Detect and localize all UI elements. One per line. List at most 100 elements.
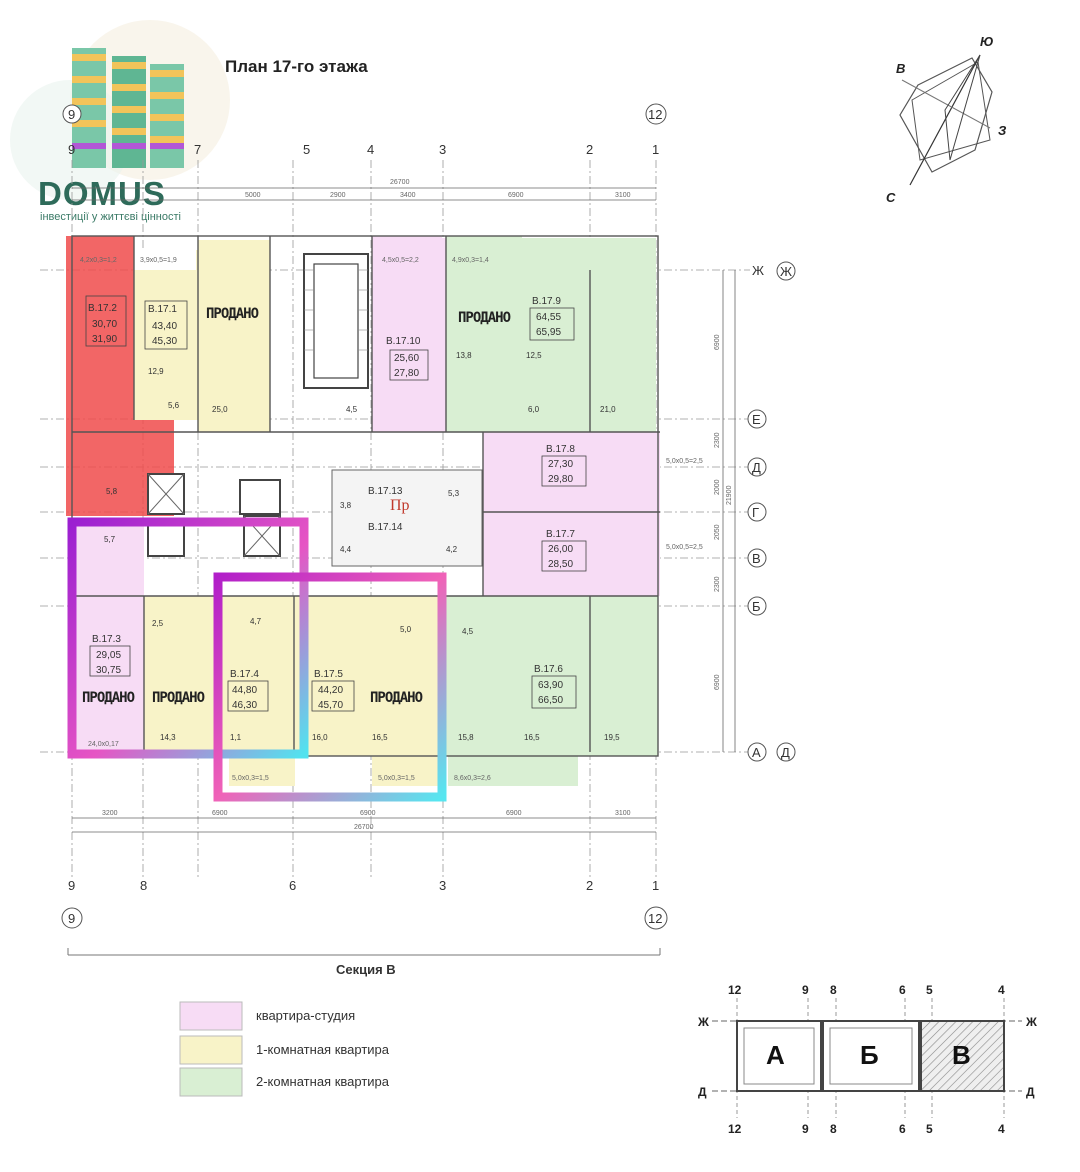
sold-label-5: ПРОДАНО (370, 690, 423, 706)
right-dim-3: 2000 (714, 479, 721, 495)
balcony-label-8: 5,0х0,3=1,5 (378, 775, 415, 782)
apt-17-7-id: В.17.7 (546, 529, 575, 540)
room-5-3: 5,3 (448, 489, 460, 498)
apt-17-3-area1: 29,05 (96, 650, 121, 661)
legend-label-two-room: 2-комнатная квартира (256, 1074, 390, 1089)
right-axis-labels: Ж Ж Е Д Г В Б А Д (747, 261, 796, 762)
room-21-0: 21,0 (600, 405, 616, 414)
room-5-0: 5,0 (400, 625, 412, 634)
sold-label-1: ПРОДАНО (206, 306, 259, 322)
sold-label-4: ПРОДАНО (152, 690, 205, 706)
axis-right-zh-circle: Ж (780, 264, 792, 279)
key-section-b: Б (860, 1040, 879, 1070)
axis-top-7: 7 (194, 142, 201, 157)
top-dimensions: 26700 5000 2900 3400 6900 3100 (72, 179, 656, 201)
room-5-7: 5,7 (104, 535, 116, 544)
key-plan: А Б В 12 9 8 6 5 4 12 9 8 6 5 4 Ж Д Ж Д (697, 983, 1037, 1136)
apt-17-10-area2: 27,80 (394, 368, 419, 379)
axis-bottom-8: 8 (140, 878, 147, 893)
axis-top-3: 3 (439, 142, 446, 157)
room-5-8: 5,8 (106, 487, 118, 496)
room-areas: 12,9 5,6 25,0 4,5 13,8 12,5 6,0 21,0 5,8… (104, 351, 620, 742)
key-bottom-4: 4 (998, 1122, 1005, 1136)
stairwell (303, 253, 369, 389)
apt-17-6-area1: 63,90 (538, 680, 563, 691)
top-total-dim: 26700 (390, 179, 410, 186)
legend-swatch-studio (179, 1001, 243, 1031)
room-14-3: 14,3 (160, 733, 176, 742)
bottom-dimensions: 3200 6900 6900 6900 3100 26700 (72, 810, 656, 833)
axis-bottom-2: 2 (586, 878, 593, 893)
right-dim-4: 2050 (714, 524, 721, 540)
sold-label-3: ПРОДАНО (82, 690, 135, 706)
room-25-0: 25,0 (212, 405, 228, 414)
apt-17-8-area2: 29,80 (548, 474, 573, 485)
axis-bottom-9: 9 (68, 878, 75, 893)
bottom-dim-5: 3100 (615, 810, 631, 817)
apt-17-10-fill (372, 238, 446, 432)
balcony-fill-4 (446, 236, 522, 270)
room-4-5a: 4,5 (346, 405, 358, 414)
key-top-5: 5 (926, 983, 933, 997)
apt-17-5-fill (294, 596, 444, 756)
axis-bottom-corner-right: 12 (648, 911, 662, 926)
apt-17-13-area: 3,8 (340, 501, 352, 510)
apt-17-6-area2: 66,50 (538, 695, 563, 706)
room-1-1: 1,1 (230, 733, 242, 742)
axis-top-4: 4 (367, 142, 374, 157)
apt-17-9-area1: 64,55 (536, 312, 561, 323)
apt-17-2-fill (66, 236, 134, 516)
top-dim-4: 6900 (508, 192, 524, 199)
key-left-d: Д (698, 1085, 707, 1099)
room-4-4: 4,4 (340, 545, 352, 554)
axis-bottom-3: 3 (439, 878, 446, 893)
key-left-zh: Ж (697, 1015, 709, 1029)
apt-17-6-id: В.17.6 (534, 664, 563, 675)
key-bottom-5: 5 (926, 1122, 933, 1136)
apt-17-1-id: В.17.1 (148, 304, 177, 315)
apt-17-5-area2: 45,70 (318, 700, 343, 711)
apt-17-9-id: В.17.9 (532, 296, 561, 307)
apt-17-8-area1: 27,30 (548, 459, 573, 470)
apt-17-3-area2: 30,75 (96, 665, 121, 676)
compass-south: Ю (980, 34, 994, 49)
apt-17-3-fill (72, 520, 144, 752)
axis-top-2: 2 (586, 142, 593, 157)
key-bottom-8: 8 (830, 1122, 837, 1136)
key-section-a: А (766, 1040, 785, 1070)
legend-swatch-one-room (179, 1035, 243, 1065)
compass-east: В (896, 61, 905, 76)
compass-west: З (998, 123, 1007, 138)
top-dim-3: 3400 (400, 192, 416, 199)
bottom-axis-labels: 9 8 6 3 2 1 9 12 (61, 878, 668, 930)
right-dim-1: 6900 (714, 334, 721, 350)
balcony-label-6: 5,0х0,5=2,5 (666, 544, 703, 551)
bottom-dim-2: 6900 (212, 810, 228, 817)
key-bottom-6: 6 (899, 1122, 906, 1136)
elevators (147, 473, 281, 557)
bottom-total-dim: 26700 (354, 824, 374, 831)
highlight-frame-1 (67, 517, 309, 759)
apt-17-4-area2: 46,30 (232, 700, 257, 711)
balcony-fill-1 (229, 756, 295, 786)
legend-label-one-room: 1-комнатная квартира (256, 1042, 390, 1057)
axis-top-corner-left: 9 (68, 107, 75, 122)
axis-bottom-1: 1 (652, 878, 659, 893)
plan-title: План 17-го этажа (225, 57, 368, 76)
balcony-label-4: 4,9х0,3=1,4 (452, 257, 489, 264)
highlight-frame-2 (213, 572, 447, 802)
room-16-5b: 16,5 (524, 733, 540, 742)
top-dim-2: 2900 (330, 192, 346, 199)
bottom-dim-4: 6900 (506, 810, 522, 817)
right-dim-2: 2300 (714, 432, 721, 448)
apt-17-2-id: В.17.2 (88, 303, 117, 314)
axis-right-zh: Ж (752, 263, 764, 278)
right-dim-5: 2300 (714, 576, 721, 592)
apt-17-2-area1: 30,70 (92, 319, 117, 330)
legend-label-studio: квартира-студия (256, 1008, 355, 1023)
brand-tagline: інвестиції у життєві цінності (40, 211, 181, 223)
balcony-fill-3 (448, 756, 578, 786)
room-12-9: 12,9 (148, 367, 164, 376)
balcony-label-9: 8,6х0,3=2,6 (454, 775, 491, 782)
mop-label: Пр (390, 497, 410, 514)
